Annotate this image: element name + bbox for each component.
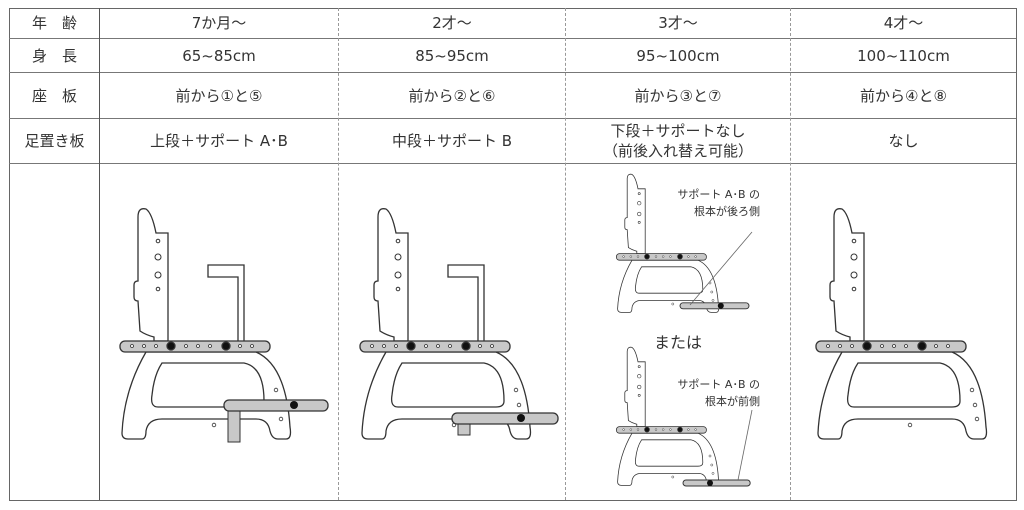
row-divider [9,118,1016,119]
seat-cell: 前から③と⑦ [634,86,722,105]
chair-diagram-3-years-back [616,173,750,313]
footrest-cell: なし [888,132,919,150]
support-front-note: サポート A･B の 根本が前側 [650,376,760,410]
support-back-note: サポート A･B の 根本が後ろ側 [650,186,760,220]
footrest-text: 下段＋サポートなし [610,122,746,140]
chair-diagram-4-years [815,208,988,440]
note-line: 根本が後ろ側 [694,205,760,218]
or-label: または [654,333,703,352]
row-divider [9,163,1016,164]
chair-diagram-3-years-front [616,346,751,487]
age-cell: 7か月〜 [191,14,247,32]
row-label-age: 年 齢 [31,14,77,32]
column-divider [565,8,566,500]
footrest-cell: 下段＋サポートなし （前後入れ替え可能） [566,119,790,163]
row-label-footrest: 足置き板 [24,132,85,150]
row-divider [9,72,1016,73]
row-divider [9,38,1016,39]
chair-diagram-7-months [119,208,329,443]
note-line: サポート A･B の [677,188,760,201]
label-column-divider [99,8,100,500]
footrest-cell: 上段＋サポート A･B [150,132,288,150]
column-divider [790,8,791,500]
note-line: 根本が前側 [705,395,760,408]
row-label-seat: 座 板 [31,86,77,105]
column-divider [338,8,339,500]
table-border [9,8,1017,501]
age-cell: 2才〜 [432,14,472,32]
row-label-height: 身 長 [31,46,77,65]
height-cell: 95~100cm [636,46,720,65]
footrest-note: （前後入れ替え可能） [602,142,753,160]
footrest-cell: 中段＋サポート B [391,132,513,150]
height-cell: 65~85cm [182,46,256,65]
seat-cell: 前から①と⑤ [175,86,263,105]
chair-diagram-2-years [359,208,559,440]
age-cell: 4才〜 [883,14,924,32]
note-line: サポート A･B の [677,378,760,391]
height-cell: 85~95cm [415,46,489,65]
height-cell: 100~110cm [857,46,950,65]
seat-cell: 前から②と⑥ [408,86,496,105]
age-cell: 3才〜 [658,14,698,32]
seat-cell: 前から④と⑧ [860,86,947,105]
